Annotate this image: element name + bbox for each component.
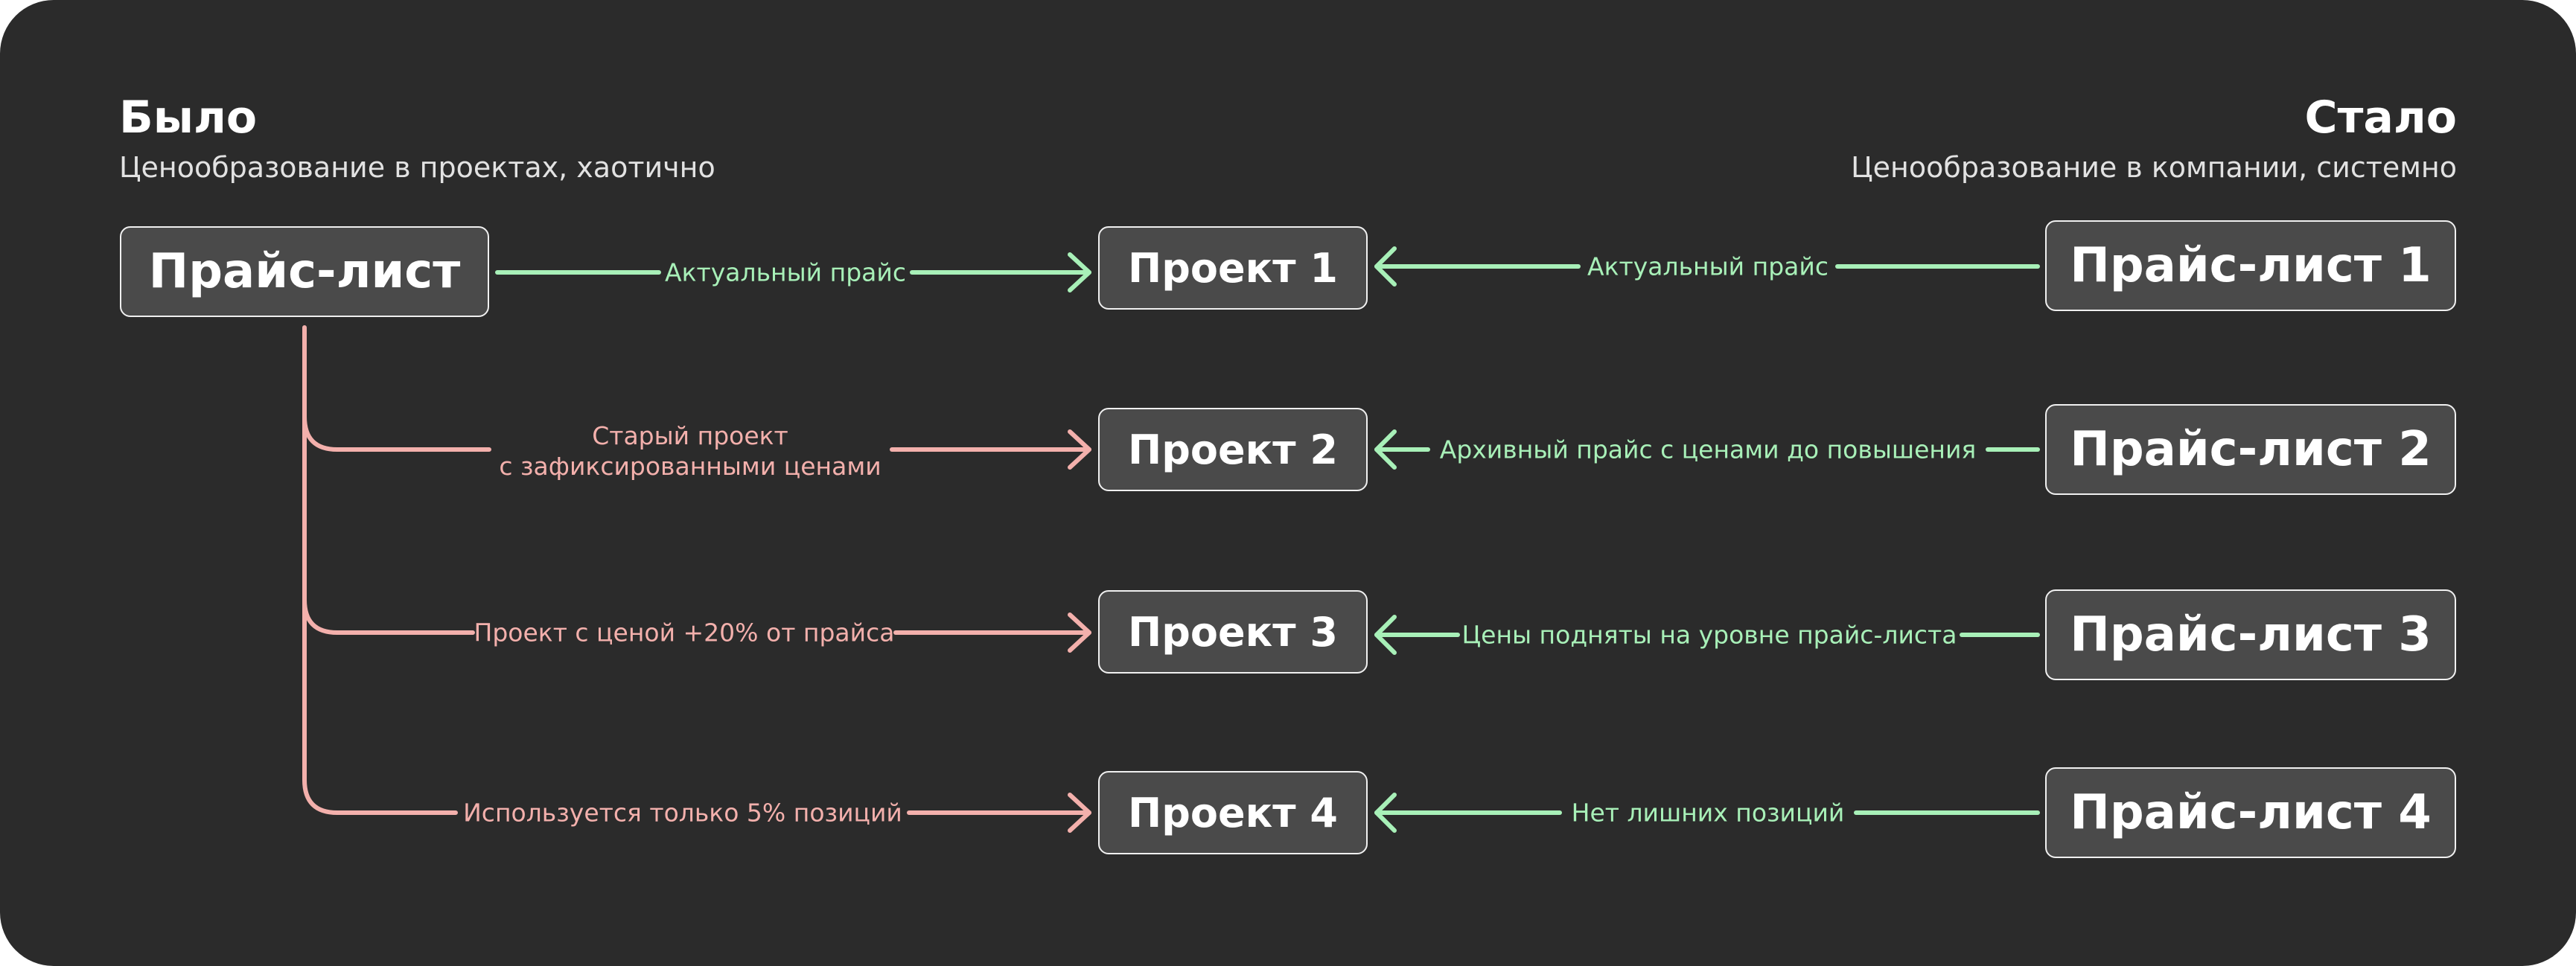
old-branch-2 (302, 415, 491, 452)
project-box-4: Проект 4 (1098, 771, 1368, 854)
price-list-box-1: Прайс-лист 1 (2045, 220, 2456, 311)
old-link-label-2: Старый проект с зафиксированными ценами (499, 420, 881, 481)
price-list-box-4: Прайс-лист 4 (2045, 767, 2456, 858)
old-arrowhead-1 (1068, 252, 1091, 292)
project-box-2: Проект 2 (1098, 408, 1368, 491)
old-trunk (302, 325, 458, 815)
old-link-label-3: Проект с ценой +20% от прайса (474, 618, 895, 647)
project-box-1: Проект 1 (1098, 226, 1368, 310)
new-arrowhead-1 (1374, 246, 1397, 287)
new-link-label-3: Цены подняты на уровне прайс-листа (1461, 620, 1957, 650)
source-price-list: Прайс-лист (120, 226, 489, 317)
old-arrowhead-4 (1068, 793, 1091, 833)
before-subtitle: Ценообразование в проектах, хаотично (119, 151, 715, 184)
price-list-box-3: Прайс-лист 3 (2045, 589, 2456, 680)
before-title: Было (119, 92, 258, 144)
old-arrowhead-3 (1068, 612, 1091, 653)
old-link-label-4: Используется только 5% позиций (463, 798, 902, 828)
after-subtitle: Ценообразование в компании, системно (1851, 151, 2457, 184)
new-arrowhead-3 (1374, 615, 1397, 655)
new-link-label-1: Актуальный прайс (1587, 252, 1829, 281)
new-arrowhead-2 (1374, 429, 1397, 470)
new-link-label-4: Нет лишних позиций (1571, 798, 1845, 828)
old-branch-3 (302, 598, 475, 635)
new-arrowhead-4 (1374, 793, 1397, 833)
price-list-box-2: Прайс-лист 2 (2045, 404, 2456, 495)
after-title: Стало (2304, 92, 2457, 144)
new-link-label-2: Архивный прайс с ценами до повышения (1439, 435, 1977, 464)
project-box-3: Проект 3 (1098, 590, 1368, 674)
old-link-label-1: Актуальный прайс (665, 258, 906, 287)
old-arrowhead-2 (1068, 429, 1091, 470)
